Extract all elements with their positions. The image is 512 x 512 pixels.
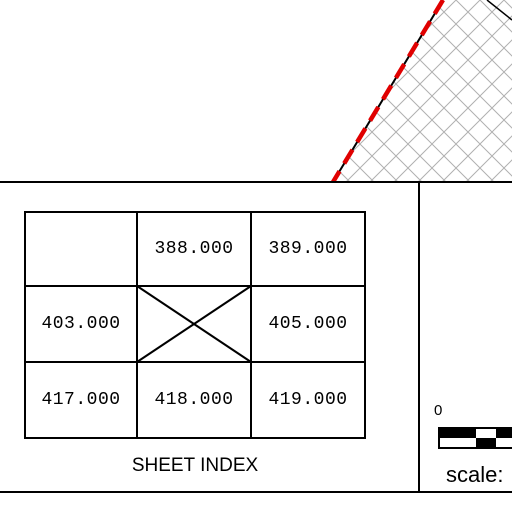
boundary-dash-red: [331, 0, 445, 182]
sheet-index-title: SHEET INDEX: [131, 455, 259, 476]
scale-zero-label: 0: [434, 402, 443, 419]
parcel-hatch-area: [333, 0, 512, 182]
sheet-cell-r2-c2[interactable]: 419.000: [268, 390, 348, 410]
parcel-edge-line: [486, 0, 512, 21]
sheet-cell-r2-c1[interactable]: 418.000: [154, 390, 234, 410]
sheet-cell-r0-c1[interactable]: 388.000: [154, 239, 234, 259]
sheet-cell-r0-c2[interactable]: 389.000: [268, 239, 348, 259]
sheet-cell-r1-c0[interactable]: 403.000: [41, 314, 121, 334]
scale-label: scale:: [446, 462, 504, 487]
sheet-cell-r2-c0[interactable]: 417.000: [41, 390, 121, 410]
current-sheet-cross-marker: [136, 285, 252, 363]
sheet-cell-r1-c2[interactable]: 405.000: [268, 314, 348, 334]
